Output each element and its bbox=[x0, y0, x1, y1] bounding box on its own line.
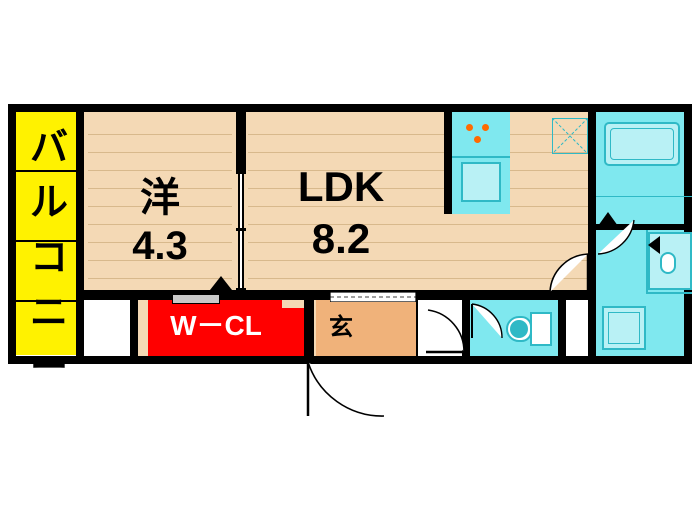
washroom-divider-line bbox=[646, 292, 692, 294]
ldk-door-swing bbox=[549, 253, 590, 293]
washitsu-label: 洋 bbox=[140, 176, 180, 220]
bathtub bbox=[604, 122, 680, 166]
floor-hatch bbox=[88, 242, 232, 243]
floor-hatch bbox=[248, 242, 596, 243]
bathtub-inner bbox=[610, 128, 674, 160]
wall-left-inner bbox=[76, 104, 84, 364]
balcony-label-char: コ bbox=[29, 237, 68, 279]
floor-hatch bbox=[248, 260, 596, 261]
sliding-door-mid bbox=[236, 228, 246, 231]
floor-hatch bbox=[248, 134, 596, 135]
balcony-hatch bbox=[16, 240, 82, 242]
washitsu-floor bbox=[84, 112, 236, 297]
balcony-area bbox=[16, 112, 82, 355]
wall-balcony-top bbox=[8, 104, 84, 112]
balcony-label-char: ー bbox=[29, 347, 68, 389]
wall-kitchen-left bbox=[444, 112, 452, 214]
wall-closet-left bbox=[130, 300, 138, 364]
washer-cross-icon bbox=[552, 118, 588, 154]
stove-burner bbox=[482, 124, 489, 131]
floor-hatch bbox=[248, 278, 596, 279]
balcony-label-char: バ bbox=[29, 127, 68, 169]
floor-hatch bbox=[88, 278, 232, 279]
balcony-label: バ ル コ ニ ー bbox=[22, 116, 76, 391]
entrance-door-swing bbox=[306, 362, 385, 417]
bath-floor-line bbox=[596, 196, 692, 197]
bath-door-marker bbox=[598, 212, 618, 226]
balcony-hatch bbox=[16, 300, 82, 302]
washitsu-door-marker bbox=[210, 276, 232, 290]
balcony-label-char: ニ bbox=[29, 292, 68, 334]
wall-top bbox=[84, 104, 692, 112]
floor-hatch bbox=[88, 152, 232, 153]
wall-corridor-bottom-left bbox=[130, 356, 316, 364]
floor-hatch bbox=[88, 206, 232, 207]
wall-bottom bbox=[130, 356, 692, 364]
ldk-label: LDK bbox=[297, 163, 385, 210]
hall-door-swing bbox=[426, 309, 465, 354]
ldk-counter bbox=[330, 292, 416, 302]
building-bottom-left bbox=[8, 356, 130, 364]
wall-ldk-right-lower bbox=[566, 290, 596, 300]
floor-hatch bbox=[248, 188, 596, 189]
balcony-hatch bbox=[16, 170, 82, 172]
toilet-door-swing bbox=[471, 303, 503, 339]
washroom-door-swing bbox=[597, 219, 635, 255]
floor-hatch bbox=[248, 152, 596, 153]
wall-washitsu-right-bottom bbox=[236, 288, 246, 300]
stove-burner bbox=[466, 124, 473, 131]
toilet-seat bbox=[510, 320, 528, 338]
kitchen-sink-basin bbox=[461, 162, 501, 202]
entrance-area bbox=[316, 300, 416, 356]
washer-machine bbox=[602, 306, 646, 350]
kitchen-sink-divider bbox=[452, 156, 510, 158]
floor-hatch bbox=[248, 206, 596, 207]
vanity-basin bbox=[660, 252, 676, 274]
ldk-size: 8.2 bbox=[311, 215, 371, 262]
floor-hatch bbox=[248, 224, 596, 225]
stove-burner bbox=[474, 136, 481, 143]
floor-hatch bbox=[88, 224, 232, 225]
wall-washitsu-right-top bbox=[236, 112, 246, 174]
balcony-label-char: ル bbox=[29, 182, 68, 224]
wall-toilet-right bbox=[558, 300, 566, 358]
floor-hatch bbox=[88, 134, 232, 135]
wall-washitsu-bottom bbox=[84, 290, 236, 300]
floor-hatch bbox=[88, 260, 232, 261]
wall-ldk-right bbox=[588, 112, 596, 298]
wall-bath-washroom bbox=[596, 224, 692, 230]
entrance-label: 玄 bbox=[329, 314, 353, 341]
balcony-outer-wall bbox=[8, 112, 16, 364]
floor-hatch bbox=[248, 170, 596, 171]
wall-closet-right bbox=[304, 300, 314, 358]
floor-hatch bbox=[88, 170, 232, 171]
washer-machine-inner bbox=[608, 312, 640, 344]
entrance-step-line bbox=[416, 300, 418, 356]
closet-area-2 bbox=[282, 308, 304, 356]
wall-water-left bbox=[588, 298, 596, 358]
washroom-door-marker bbox=[648, 236, 660, 254]
wall-ldk-bottom-2 bbox=[510, 290, 596, 300]
closet-area bbox=[148, 300, 282, 356]
floor-hatch bbox=[88, 188, 232, 189]
toilet-tank bbox=[530, 312, 552, 346]
wall-entrance-right bbox=[462, 300, 470, 358]
washitsu-size: 4.3 bbox=[132, 224, 188, 268]
washroom-divider-line-v bbox=[646, 230, 648, 292]
washer-space bbox=[552, 118, 588, 154]
closet-label: W－CL bbox=[170, 310, 262, 341]
closet-rail bbox=[172, 294, 220, 304]
sliding-door-track bbox=[238, 174, 244, 288]
